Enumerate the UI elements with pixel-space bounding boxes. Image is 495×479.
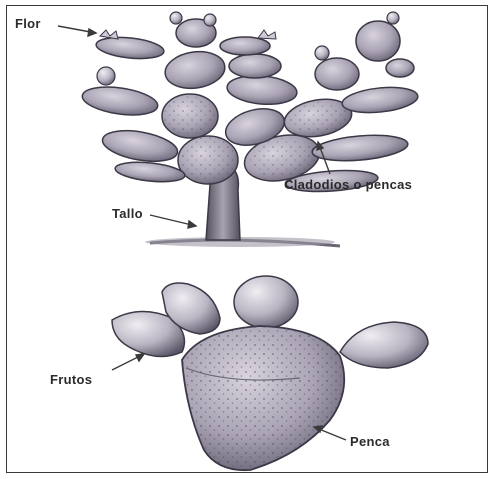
label-frutos: Frutos xyxy=(50,372,92,387)
cladode xyxy=(114,159,185,184)
label-tallo: Tallo xyxy=(112,206,143,221)
cladode xyxy=(229,54,281,78)
label-flor: Flor xyxy=(15,16,41,31)
flower xyxy=(97,67,115,85)
flower xyxy=(315,46,329,60)
fruit xyxy=(340,322,428,368)
flower xyxy=(170,12,182,24)
flower xyxy=(204,14,216,26)
cladode xyxy=(341,84,419,116)
cladode xyxy=(100,126,180,167)
cladode xyxy=(356,21,400,61)
cladode xyxy=(220,37,270,55)
cladode xyxy=(81,83,160,119)
fruit xyxy=(234,276,298,328)
flower xyxy=(100,30,118,39)
cladode xyxy=(163,48,227,92)
cladode xyxy=(315,58,359,90)
label-penca: Penca xyxy=(350,434,390,449)
cladode xyxy=(386,59,414,77)
flower xyxy=(258,30,276,39)
cladode xyxy=(95,35,165,62)
flower xyxy=(387,12,399,24)
cladode xyxy=(311,132,409,164)
label-cladodios: Cladodios o pencas xyxy=(284,177,412,192)
